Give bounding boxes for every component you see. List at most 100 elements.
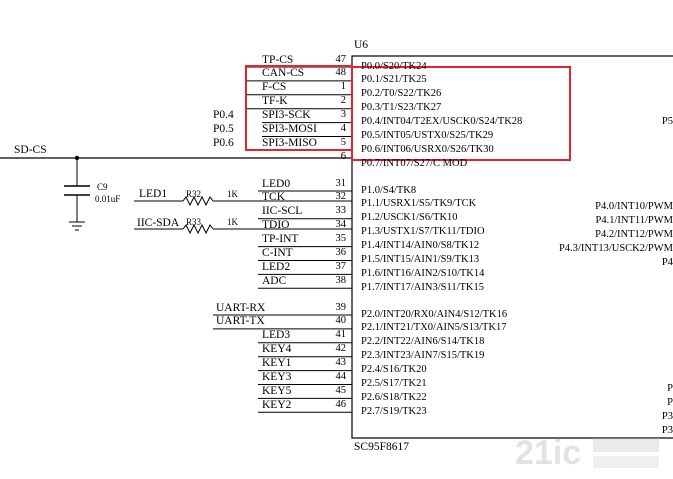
pin-number: 1 xyxy=(340,81,346,93)
port-label: P0.6 xyxy=(213,136,234,149)
net-label: SPI3-MOSI xyxy=(262,123,317,135)
pin-function: P2.2/INT22/AIN6/S14/TK18 xyxy=(361,336,485,348)
pin-function: P1.0/S4/TK8 xyxy=(361,184,417,196)
r33-zigzag xyxy=(182,223,214,235)
pin-number: 47 xyxy=(335,53,347,65)
net-label: TCK xyxy=(262,191,285,204)
pin-number: 43 xyxy=(335,357,347,369)
pin-function: P2.6/S18/TK22 xyxy=(361,391,427,403)
right-pin-label: P xyxy=(667,383,673,394)
net-label: ADC xyxy=(262,274,287,287)
net-label: F-CS xyxy=(262,81,287,94)
net-label: LED2 xyxy=(262,260,291,273)
pin-number: 33 xyxy=(335,205,347,217)
pin-number: 2 xyxy=(340,95,346,107)
pin-number: 38 xyxy=(335,274,347,286)
pin-function: P2.1/INT21/TX0/AIN5/S13/TK17 xyxy=(361,322,507,334)
right-pin-label: P3 xyxy=(661,425,673,436)
right-pin-label: P4.0/INT10/PWM xyxy=(595,201,673,212)
right-pin-label: P4.1/INT11/PWM xyxy=(595,215,673,226)
pin-number: 40 xyxy=(335,315,347,327)
pin-number: 48 xyxy=(335,67,347,79)
net-label: IIC-SCL xyxy=(262,205,303,218)
r32-ref: R32 xyxy=(186,189,202,199)
pin-number: 6 xyxy=(340,150,346,162)
pin-function: P0.5/INT05/USTX0/S25/TK29 xyxy=(361,130,494,141)
port-label: P0.4 xyxy=(213,109,234,122)
right-pin-label: P4.2/INT12/PWM xyxy=(595,229,673,240)
pin-function: P1.2/USCK1/S6/TK10 xyxy=(361,212,458,224)
pin-function: P2.3/INT23/AIN7/S15/TK19 xyxy=(361,350,485,362)
net-label: TP-INT xyxy=(262,233,299,246)
net-label: KEY3 xyxy=(262,371,292,383)
pin-function: P1.5/INT15/AIN1/S9/TK13 xyxy=(361,254,480,265)
right-pin-label: P4 xyxy=(661,257,673,268)
chip-ref: U6 xyxy=(354,39,369,51)
pin-function: P1.6/INT16/AIN2/S10/TK14 xyxy=(361,267,485,279)
pin-number: 45 xyxy=(335,384,347,396)
r33-ref: R33 xyxy=(186,217,202,227)
pin-number: 37 xyxy=(335,260,347,272)
pin-number: 42 xyxy=(335,343,347,355)
net-label: UART-TX xyxy=(216,315,265,328)
pin-function: P2.7/S19/TK23 xyxy=(361,405,427,417)
pin-function: P0.2/T0/S22/TK26 xyxy=(361,88,442,100)
net-iic-sda: IIC-SDA xyxy=(137,217,180,229)
pin-number: 44 xyxy=(335,371,347,382)
pin-number: 31 xyxy=(335,177,347,189)
pin-function: P1.3/USTX1/S7/TK11/TDIO xyxy=(361,226,485,238)
pin-function: P0.6/INT06/USRX0/S26/TK30 xyxy=(361,143,494,155)
r33-value: 1K xyxy=(227,217,238,227)
pin-number: 36 xyxy=(335,247,347,258)
pin-number: 35 xyxy=(335,233,347,245)
net-label: TF-K xyxy=(262,95,288,108)
watermark-logo: 21ic xyxy=(515,434,659,472)
net-label: KEY4 xyxy=(262,343,292,356)
pin-number: 5 xyxy=(340,136,346,148)
pin-function: P1.4/INT14/AIN0/S8/TK12 xyxy=(361,240,480,252)
net-label: KEY1 xyxy=(262,357,292,370)
pin-number: 3 xyxy=(340,109,346,121)
net-label: SPI3-MISO xyxy=(262,136,317,149)
r32-value: 1K xyxy=(227,189,238,199)
port-label: P0.5 xyxy=(213,123,234,135)
pin-number: 4 xyxy=(340,123,346,134)
net-label: CAN-CS xyxy=(262,67,305,80)
highlight-box-right xyxy=(351,66,571,161)
net-led1: LED1 xyxy=(139,188,168,200)
net-label: SPI3-SCK xyxy=(262,109,311,122)
net-label: C-INT xyxy=(262,247,293,259)
net-label: UART-RX xyxy=(216,301,266,314)
cap-value: 0.01uF xyxy=(95,194,121,204)
pin-number: 46 xyxy=(335,398,347,410)
pin-function: P0.1/S21/TK25 xyxy=(361,74,427,86)
net-sd-cs: SD-CS xyxy=(14,144,47,156)
net-label: LED0 xyxy=(262,177,291,190)
pin-number: 34 xyxy=(335,219,347,231)
pin-function: P0.4/INT04/T2EX/USCK0/S24/TK28 xyxy=(361,116,523,128)
pin-function: P0.0/S20/TK24 xyxy=(361,60,427,72)
pin-function: P2.5/S17/TK21 xyxy=(361,378,427,389)
net-label: KEY5 xyxy=(262,384,292,397)
right-pin-label: P4.3/INT13/USCK2/PWM xyxy=(558,243,673,254)
chip-part: SC95F8617 xyxy=(354,441,409,453)
pin-number: 39 xyxy=(335,301,347,313)
cap-ref: C9 xyxy=(97,182,108,192)
net-label: TDIO xyxy=(262,219,290,232)
right-pin-label: P xyxy=(667,397,673,408)
net-label: LED3 xyxy=(262,329,291,342)
svg-text:21ic: 21ic xyxy=(515,434,581,472)
pin-function: P1.1/USRX1/S5/TK9/TCK xyxy=(361,198,477,210)
pin-lines xyxy=(213,66,352,413)
pin-number: 32 xyxy=(335,191,347,203)
right-pin-label: P5 xyxy=(661,116,673,127)
net-label: KEY2 xyxy=(262,398,292,411)
pin-number: 41 xyxy=(335,329,347,341)
r32-zigzag xyxy=(182,195,214,207)
pin-function: P2.4/S16/TK20 xyxy=(361,364,427,376)
net-label: TP-CS xyxy=(262,53,294,66)
pin-function: P2.0/INT20/RX0/AIN4/S12/TK16 xyxy=(361,308,508,320)
pin-function: P0.7/INT07/S27/C MOD xyxy=(361,157,468,169)
pin-function: P1.7/INT17/AIN3/S11/TK15 xyxy=(361,281,484,293)
